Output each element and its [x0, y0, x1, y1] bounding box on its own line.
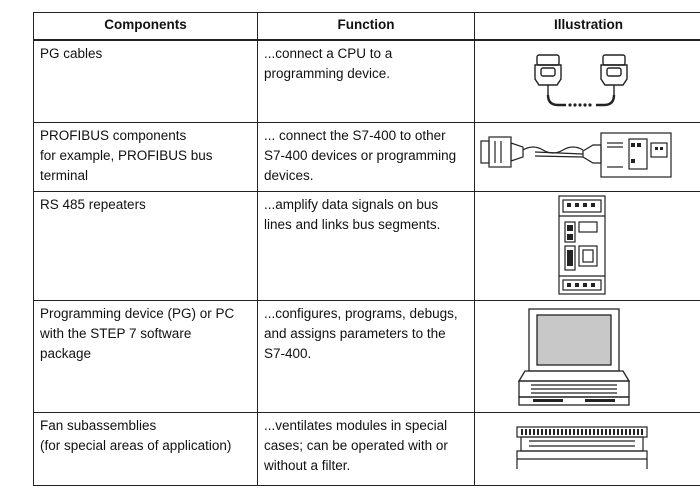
pg-cable-icon [534, 54, 628, 107]
fan-vent-slot [581, 429, 583, 435]
fan-vent-slot [625, 429, 627, 435]
illustration-cell [474, 191, 700, 301]
function-text: ... connect the S7-400 to other S7-400 d… [264, 128, 457, 183]
component-name: PG cables [40, 46, 103, 61]
rs485-repeater-icon [558, 195, 606, 295]
function-cell: ...amplify data signals on bus lines and… [257, 191, 475, 301]
component-name: RS 485 repeaters [40, 197, 146, 212]
header-illustration: Illustration [474, 12, 700, 41]
fan-vent-slot [621, 429, 623, 435]
table-row: PROFIBUS components for example, PROFIBU… [33, 122, 700, 192]
component-cell: Programming device (PG) or PC with the S… [33, 300, 258, 413]
component-name: PROFIBUS components for example, PROFIBU… [40, 128, 213, 183]
fan-vent-slot [529, 429, 531, 435]
fan-vent-slot [589, 429, 591, 435]
table-row: RS 485 repeaters ...amplify data signals… [33, 191, 700, 301]
component-cell: RS 485 repeaters [33, 191, 258, 301]
fan-vent-slot [577, 429, 579, 435]
fan-vent-slot [609, 429, 611, 435]
table-row: Programming device (PG) or PC with the S… [33, 300, 700, 413]
function-cell: ...connect a CPU to a programming device… [257, 39, 475, 123]
component-cell: PG cables [33, 39, 258, 123]
fan-vent-slot [629, 429, 631, 435]
function-text: ...configures, programs, debugs, and ass… [264, 306, 458, 361]
table-row: PG cables ...connect a CPU to a programm… [33, 39, 700, 123]
fan-vent-slot [557, 429, 559, 435]
fan-vent-slot [537, 429, 539, 435]
table-header-row: Components Function Illustration [33, 12, 700, 41]
header-components: Components [33, 12, 258, 41]
fan-vent-slot [525, 429, 527, 435]
header-function: Function [257, 12, 475, 41]
component-name: Fan subassemblies (for special areas of … [40, 418, 232, 453]
function-cell: ... connect the S7-400 to other S7-400 d… [257, 122, 475, 192]
component-cell: PROFIBUS components for example, PROFIBU… [33, 122, 258, 192]
illustration-cell [474, 300, 700, 413]
function-text: ...connect a CPU to a programming device… [264, 46, 393, 81]
table-row: Fan subassemblies (for special areas of … [33, 412, 700, 486]
illustration-cell [474, 39, 700, 123]
components-table: Components Function Illustration PG cabl… [33, 12, 700, 486]
fan-vent-slot [633, 429, 635, 435]
fan-vent-slot [549, 429, 551, 435]
function-cell: ...ventilates modules in special cases; … [257, 412, 475, 486]
fan-vent-slot [573, 429, 575, 435]
fan-vent-slot [541, 429, 543, 435]
fan-vent-slot [617, 429, 619, 435]
function-text: ...ventilates modules in special cases; … [264, 418, 448, 473]
fan-vent-slot [533, 429, 535, 435]
fan-vent-slot [601, 429, 603, 435]
fan-vent-slot [613, 429, 615, 435]
fan-vent-slot [641, 429, 643, 435]
fan-subassembly-icon [516, 426, 648, 469]
fan-vent-slot [521, 429, 523, 435]
illustration-cell [474, 122, 700, 192]
fan-vent-slot [605, 429, 607, 435]
function-text: ...amplify data signals on bus lines and… [264, 197, 441, 232]
fan-vent-slot [553, 429, 555, 435]
fan-vent-slot [585, 429, 587, 435]
component-name: Programming device (PG) or PC with the S… [40, 306, 235, 361]
function-cell: ...configures, programs, debugs, and ass… [257, 300, 475, 413]
fan-vent-slot [569, 429, 571, 435]
programming-device-icon [517, 308, 631, 406]
fan-vent-slot [565, 429, 567, 435]
profibus-bus-terminal-icon [480, 132, 672, 178]
fan-vent-slot [545, 429, 547, 435]
fan-vent-slot [637, 429, 639, 435]
illustration-cell [474, 412, 700, 486]
fan-vent-slot [593, 429, 595, 435]
component-cell: Fan subassemblies (for special areas of … [33, 412, 258, 486]
fan-vent-slot [597, 429, 599, 435]
fan-vent-slot [561, 429, 563, 435]
